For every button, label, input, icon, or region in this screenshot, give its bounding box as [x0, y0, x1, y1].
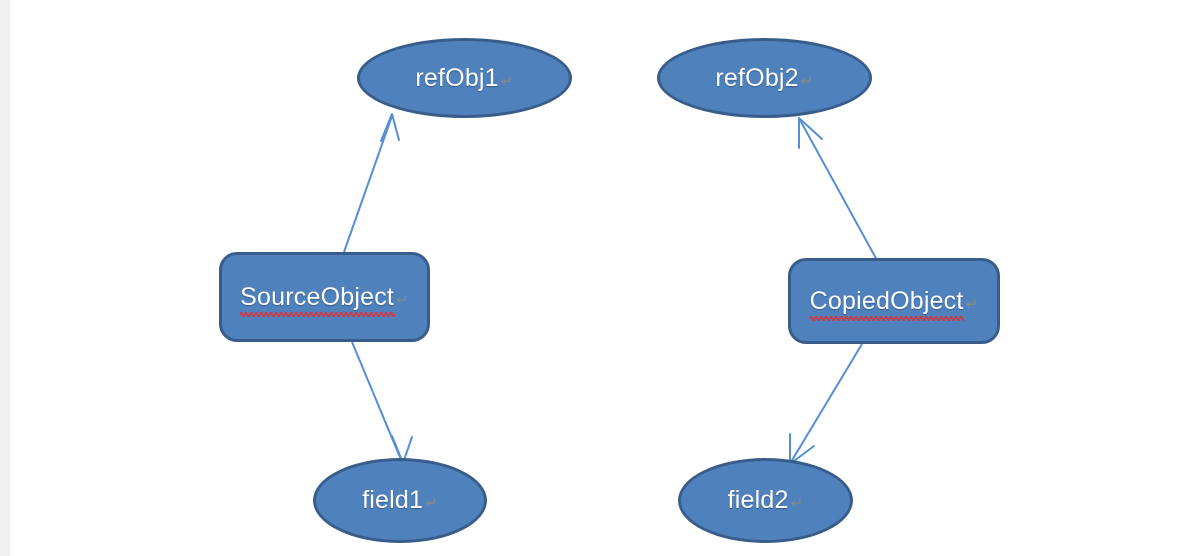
node-field2-label: field2↵	[727, 486, 804, 514]
return-mark-icon: ↵	[425, 495, 438, 512]
left-gutter-edge	[10, 0, 12, 556]
node-refObj2[interactable]: refObj2↵	[657, 38, 872, 118]
node-refObj1[interactable]: refObj1↵	[357, 38, 572, 118]
node-SourceObject[interactable]: SourceObject↵	[219, 252, 430, 342]
edge-source-to-field1	[351, 341, 413, 464]
arrowhead-open-v	[798, 117, 823, 149]
node-SourceObject-label: SourceObject↵	[240, 284, 409, 317]
spellcheck-underline	[809, 315, 965, 321]
return-mark-icon: ↵	[800, 72, 814, 90]
edge-source-to-refObj1	[343, 113, 400, 253]
node-CopiedObject[interactable]: CopiedObject↵	[788, 258, 1000, 344]
edge-copied-to-field2	[789, 343, 863, 465]
left-gutter-strip	[0, 0, 10, 556]
node-refObj2-label: refObj2↵	[715, 63, 814, 92]
return-mark-icon: ↵	[965, 295, 979, 313]
node-refObj1-label: refObj1↵	[415, 63, 514, 92]
return-mark-icon: ↵	[396, 291, 409, 309]
spellcheck-underline	[240, 311, 395, 317]
node-field1[interactable]: field1↵	[313, 458, 487, 543]
return-mark-icon: ↵	[790, 495, 804, 512]
return-mark-icon: ↵	[500, 72, 514, 90]
node-field2[interactable]: field2↵	[678, 458, 853, 543]
node-CopiedObject-label: CopiedObject↵	[809, 288, 979, 321]
node-field1-label: field1↵	[362, 486, 438, 514]
arrowhead-open-v	[380, 113, 400, 142]
edge-copied-to-refObj2	[798, 117, 879, 263]
